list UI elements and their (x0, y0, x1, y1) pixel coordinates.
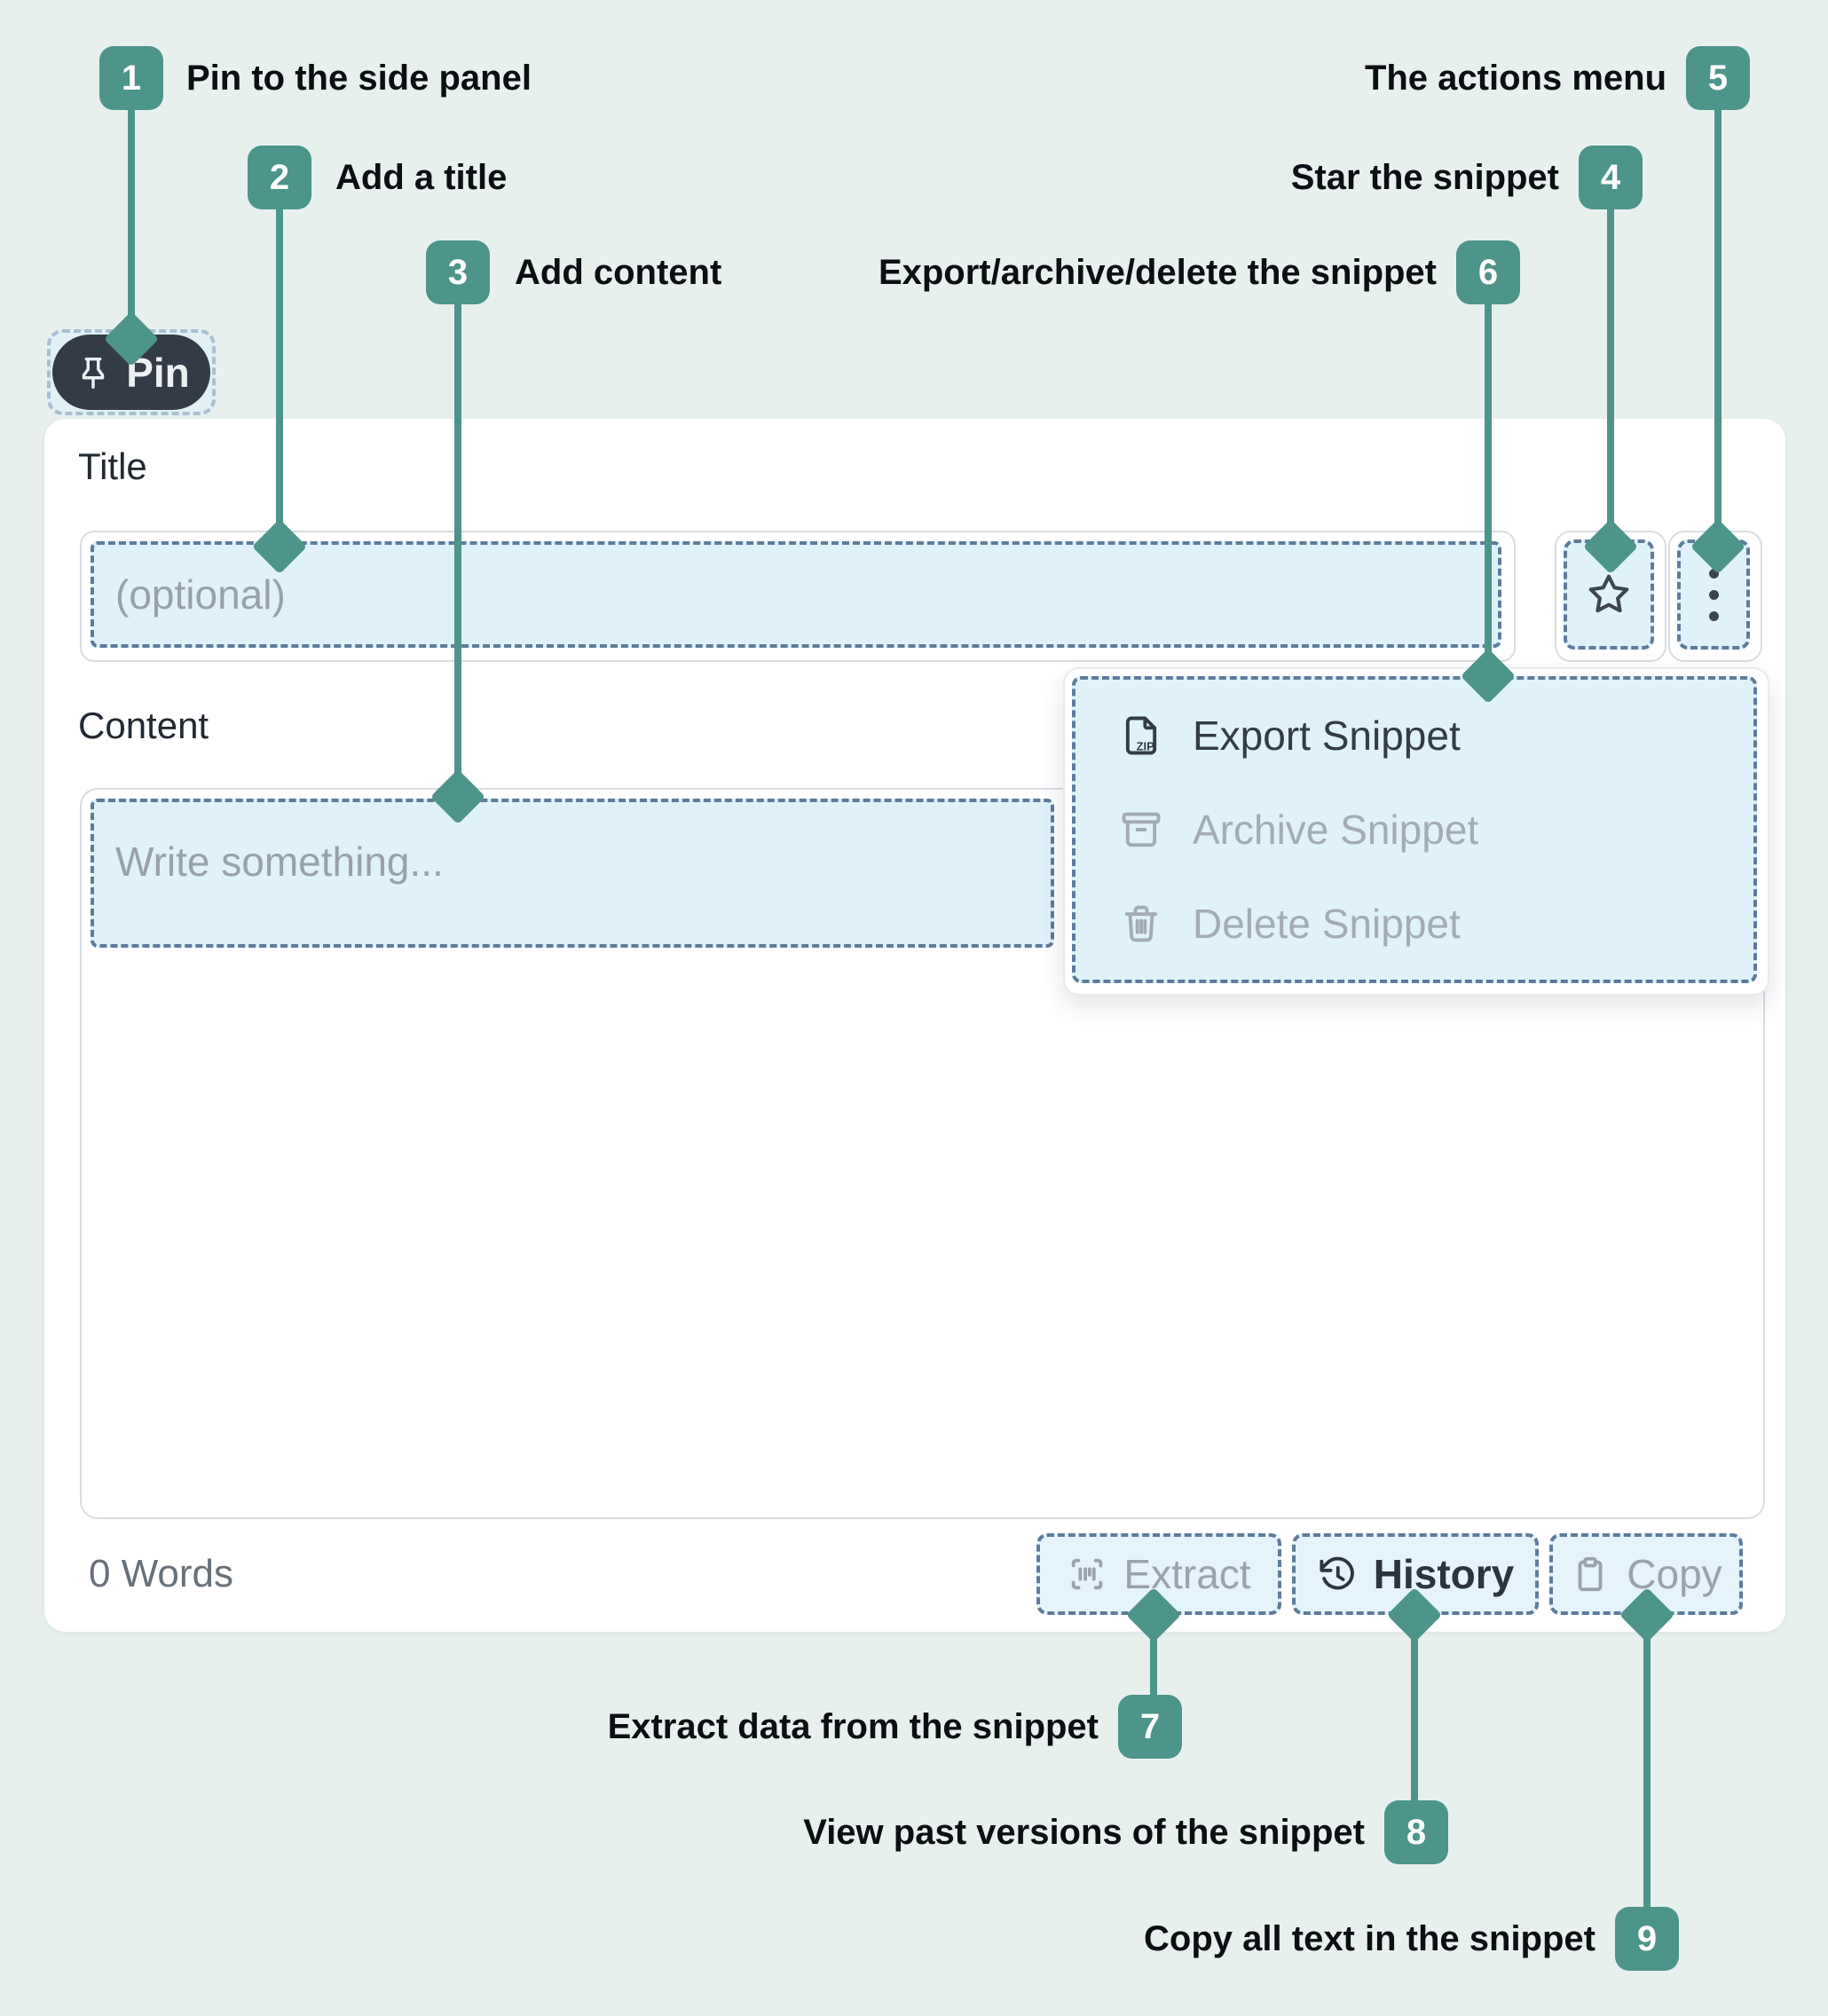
callout-1-badge: 1 (99, 46, 163, 110)
callout-9-label: Copy all text in the snippet (1144, 1918, 1596, 1958)
callout-8-line (1411, 1631, 1418, 1803)
kebab-menu-icon (1708, 568, 1719, 621)
title-input[interactable] (91, 541, 1501, 648)
callout-9-line (1643, 1631, 1651, 1910)
content-editor[interactable] (91, 799, 1054, 948)
callout-5-line (1714, 106, 1722, 547)
callout-3-badge: 3 (426, 240, 490, 304)
menu-item-delete-snippet[interactable]: Delete Snippet (1076, 877, 1753, 971)
extract-button-label: Extract (1123, 1551, 1251, 1597)
menu-item-export-snippet[interactable]: ZIP Export Snippet (1076, 689, 1753, 783)
clipboard-icon (1570, 1554, 1611, 1595)
menu-item-archive-snippet[interactable]: Archive Snippet (1076, 783, 1753, 877)
callout-1-line (128, 106, 135, 327)
pushpin-icon (73, 352, 114, 393)
history-button-label: History (1373, 1551, 1515, 1597)
barcode-scan-icon (1067, 1554, 1107, 1595)
archive-icon (1118, 807, 1164, 853)
menu-item-label: Export Snippet (1193, 713, 1461, 759)
callout-3-line (454, 303, 461, 796)
callout-4-line (1607, 208, 1614, 547)
callout-6-badge: 6 (1456, 240, 1520, 304)
callout-8-badge: 8 (1384, 1800, 1448, 1864)
callout-6-label: Export/archive/delete the snippet (878, 252, 1437, 292)
menu-item-label: Archive Snippet (1193, 807, 1479, 853)
callout-6-line (1485, 303, 1492, 675)
callout-4-badge: 4 (1579, 146, 1643, 209)
callout-5-badge: 5 (1686, 46, 1750, 110)
title-section-heading: Title (78, 445, 147, 487)
callout-2-label: Add a title (335, 157, 508, 197)
pin-button[interactable]: Pin (52, 335, 210, 410)
trash-icon (1118, 901, 1164, 947)
callout-2-badge: 2 (248, 146, 311, 209)
star-icon (1583, 569, 1635, 620)
callout-1-label: Pin to the side panel (186, 58, 532, 98)
callout-3-label: Add content (515, 252, 722, 292)
menu-item-label: Delete Snippet (1193, 901, 1461, 947)
actions-dropdown-menu-highlight: ZIP Export Snippet Archive Snippet (1072, 676, 1757, 983)
copy-button-label: Copy (1627, 1551, 1722, 1597)
word-count: 0 Words (89, 1552, 234, 1595)
content-section-heading: Content (78, 705, 209, 746)
callout-9-badge: 9 (1615, 1907, 1679, 1971)
callout-7-line (1150, 1631, 1157, 1697)
title-input-field[interactable] (94, 545, 1498, 644)
callout-7-label: Extract data from the snippet (607, 1706, 1099, 1746)
svg-text:ZIP: ZIP (1137, 739, 1155, 752)
copy-button[interactable]: Copy (1549, 1533, 1743, 1615)
zip-file-icon: ZIP (1118, 713, 1164, 759)
content-editor-field[interactable] (94, 802, 1051, 944)
callout-4-label: Star the snippet (1290, 157, 1559, 197)
callout-2-line (276, 208, 283, 547)
callout-8-label: View past versions of the snippet (803, 1812, 1365, 1852)
history-icon (1317, 1554, 1358, 1595)
callout-7-badge: 7 (1118, 1695, 1182, 1759)
callout-5-label: The actions menu (1364, 58, 1666, 98)
